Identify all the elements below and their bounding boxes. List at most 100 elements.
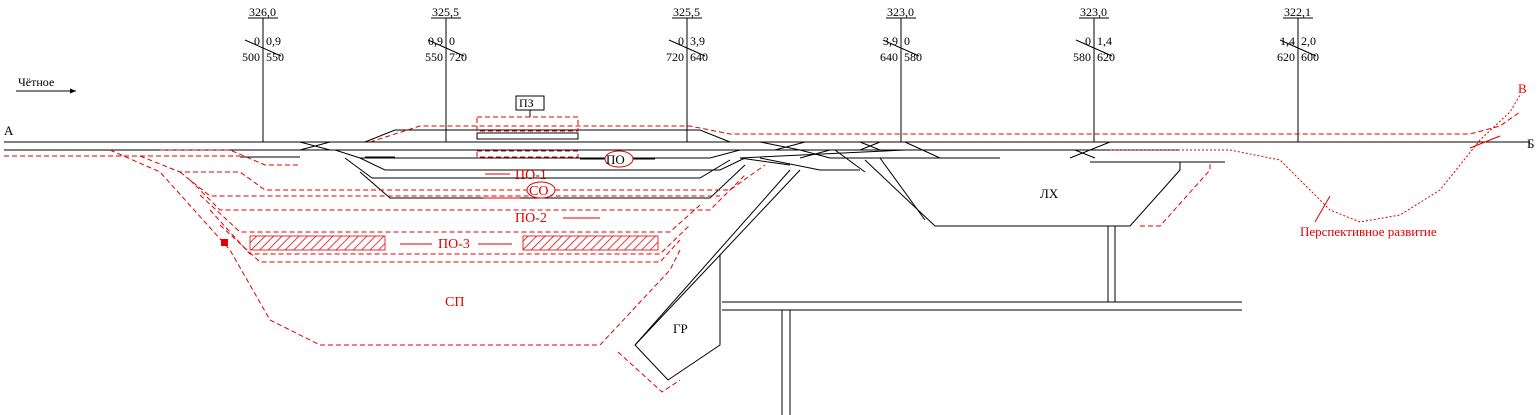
profile-value-right-top: 0 <box>904 34 910 48</box>
future-label: Перспективное развитие <box>1300 224 1437 239</box>
gradient-break-line <box>1279 39 1317 57</box>
so-label: СО <box>529 184 548 199</box>
profile-value-right-bottom: 720 <box>449 50 467 64</box>
profile-value-left-bottom: 500 <box>242 50 260 64</box>
profile-value-right-top: 3,9 <box>690 34 705 48</box>
profile-value-left-bottom: 550 <box>425 50 443 64</box>
future-label-leader <box>1314 195 1331 223</box>
proj-sp-outline <box>109 149 681 346</box>
depot-track-outline <box>864 159 1181 227</box>
profile-value-right-top: 2,0 <box>1301 34 1316 48</box>
profile-value-right-bottom: 580 <box>904 50 922 64</box>
profile-mark: 323,0 3,9 0 640 580 <box>880 5 922 142</box>
crossover-4 <box>774 141 806 151</box>
track-east-stub-5 <box>759 157 821 171</box>
pz-building-dashed <box>476 150 579 158</box>
po3-hatched-block-east <box>522 235 659 251</box>
profile-value-left-top: 0 <box>1085 34 1091 48</box>
crossover-3 <box>759 141 801 151</box>
crossover-8 <box>859 141 881 151</box>
pz-label: ПЗ <box>519 96 534 110</box>
profile-value-left-top: 0,9 <box>428 34 443 48</box>
crossover-10 <box>1069 141 1111 159</box>
sp-label: СП <box>445 295 464 310</box>
po3-hatched-block-west <box>249 235 386 251</box>
depot-lead <box>879 157 926 221</box>
profile-value-left-top: 3,9 <box>883 34 898 48</box>
km-label: 322,1 <box>1284 5 1311 19</box>
proj-future-curve <box>1110 94 1521 223</box>
profile-value-left-top: 0 <box>678 34 684 48</box>
proj-bypass-left <box>160 149 300 166</box>
direction-arrow-head <box>70 88 76 94</box>
pz-platform-dashed <box>476 116 579 132</box>
proj-upper-bypass <box>369 111 1521 143</box>
gradient-break-line <box>882 39 920 57</box>
po2-label: ПО-2 <box>515 211 547 226</box>
profile-value-right-top: 1,4 <box>1097 34 1112 48</box>
gradient-break-line <box>1075 39 1113 57</box>
pz-platform <box>476 132 579 140</box>
track-east-stub-7 <box>834 149 866 173</box>
proj-yard-track-2 <box>179 171 720 197</box>
industrial-lead-1 <box>634 169 791 346</box>
profile-value-right-top: 0,9 <box>266 34 281 48</box>
gr-label: ГР <box>673 321 688 336</box>
projected-tracks <box>4 94 1521 393</box>
existing-tracks <box>4 129 1530 415</box>
profile-value-left-top: 1,4 <box>1280 34 1295 48</box>
station-b-label: Б <box>1527 136 1534 151</box>
proj-yard-track-4 <box>199 194 701 233</box>
km-label: 325,5 <box>673 5 700 19</box>
po3-label: ПО-3 <box>438 237 470 252</box>
profile-value-right-bottom: 620 <box>1097 50 1115 64</box>
proj-yard-track-5 <box>209 209 691 255</box>
gradient-break-line <box>668 39 706 57</box>
station-v-label: В <box>1518 81 1527 96</box>
direction-indicator: Чётное <box>16 75 76 94</box>
crossover-9 <box>904 141 941 159</box>
gr-yard-outline <box>634 253 721 381</box>
so-label-ring <box>526 181 556 199</box>
station-track-6 <box>359 164 746 199</box>
station-track-upper <box>364 129 731 143</box>
gradient-break-line <box>427 39 465 57</box>
profile-mark: 323,0 0 1,4 580 620 <box>1073 5 1115 142</box>
track-east-stub-4 <box>739 157 791 166</box>
station-track-3 <box>334 149 741 159</box>
profile-value-left-bottom: 580 <box>1073 50 1091 64</box>
crossover-11 <box>1074 149 1096 159</box>
profile-value-left-bottom: 640 <box>880 50 898 64</box>
profile-value-right-top: 0 <box>449 34 455 48</box>
po1-label: ПО-1 <box>515 168 547 183</box>
crossover-2 <box>299 141 331 151</box>
profile-value-left-top: 0 <box>254 34 260 48</box>
proj-crossover-east <box>1469 135 1501 149</box>
km-label: 323,0 <box>887 5 914 19</box>
po-label-ring <box>604 150 634 168</box>
profile-value-left-bottom: 620 <box>1277 50 1295 64</box>
direction-label: Чётное <box>18 75 54 89</box>
proj-yard-track-3 <box>189 174 746 211</box>
gradient-break-line <box>244 39 282 57</box>
proj-yard-track-1 <box>139 155 766 191</box>
profile-value-left-bottom: 720 <box>666 50 684 64</box>
profile-value-right-bottom: 640 <box>690 50 708 64</box>
profile-value-right-bottom: 600 <box>1301 50 1319 64</box>
lh-label: ЛХ <box>1040 186 1059 201</box>
proj-depot-extension <box>1140 162 1211 227</box>
km-label: 323,0 <box>1080 5 1107 19</box>
km-label: 326,0 <box>249 5 276 19</box>
signal-block <box>221 239 228 246</box>
proj-yard-track-6 <box>219 224 681 263</box>
industrial-lead-2 <box>719 169 801 256</box>
profile-mark: 322,1 1,4 2,0 620 600 <box>1277 5 1319 142</box>
po-label-group: ПО <box>580 150 655 168</box>
track-east-stub-1 <box>739 149 906 159</box>
station-track-5 <box>344 157 731 179</box>
profile-value-right-bottom: 550 <box>266 50 284 64</box>
po-label: ПО <box>606 152 625 167</box>
station-track-4 <box>359 157 746 171</box>
